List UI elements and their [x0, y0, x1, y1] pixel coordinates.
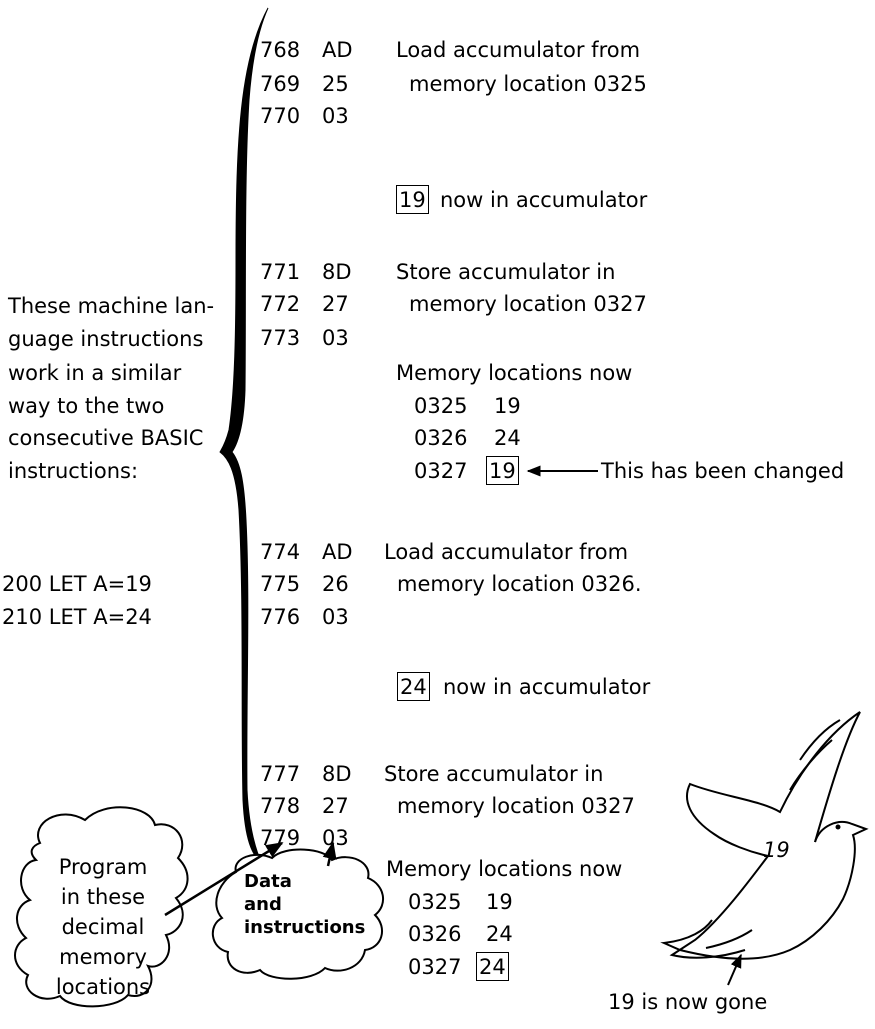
memory-value: 24: [494, 426, 521, 450]
data-cloud-line: instructions: [244, 917, 366, 938]
accumulator-value-box: 19: [396, 185, 429, 214]
accumulator-note: now in accumulator: [443, 675, 651, 699]
data-cloud-line: Data: [244, 871, 292, 892]
address-cell: 773: [260, 326, 301, 350]
memory-location: 0327: [408, 955, 462, 979]
basic-code-line: 200 LET A=19: [2, 572, 152, 596]
accumulator-note: now in accumulator: [440, 188, 648, 212]
memory-location: 0327: [414, 459, 468, 483]
data-pointer-arrow: [322, 841, 337, 867]
memory-value-changed-box: 19: [486, 456, 519, 485]
memory-table-title: Memory locations now: [396, 361, 633, 385]
side-note-line: guage instructions: [8, 327, 204, 351]
code-cell: AD: [322, 540, 353, 564]
memory-location: 0325: [414, 394, 468, 418]
step3-description-cont: memory location 0326.: [397, 572, 642, 596]
code-cell: 27: [322, 794, 349, 818]
changed-note: This has been changed: [601, 459, 845, 483]
bird-value-label: 19: [763, 838, 790, 862]
program-pointer-arrow: [164, 841, 284, 917]
step2-description-cont: memory location 0327: [409, 292, 647, 316]
step1-description: Load accumulator from: [396, 38, 641, 62]
address-cell: 770: [260, 104, 301, 128]
address-cell: 771: [260, 260, 301, 284]
memory-table-title: Memory locations now: [386, 857, 623, 881]
code-cell: 03: [322, 826, 349, 850]
bird-caption: 19 is now gone: [608, 990, 768, 1014]
step3-description: Load accumulator from: [384, 540, 629, 564]
step4-description-cont: memory location 0327: [397, 794, 635, 818]
program-cloud-line: in these: [60, 885, 146, 909]
bird-drawing: [660, 711, 869, 960]
address-cell: 772: [260, 292, 301, 316]
address-cell: 778: [260, 794, 301, 818]
code-cell: 25: [322, 72, 349, 96]
bird-eye-icon: [835, 824, 841, 830]
address-cell: 776: [260, 605, 301, 629]
memory-value-final-box: 24: [476, 952, 509, 981]
memory-value: 24: [486, 922, 513, 946]
side-note-line: way to the two: [8, 394, 165, 418]
side-note-line: consecutive BASIC: [8, 426, 204, 450]
side-note-line: These machine lan-: [8, 294, 215, 318]
code-cell: 03: [322, 326, 349, 350]
address-cell: 768: [260, 38, 301, 62]
memory-value: 19: [486, 890, 513, 914]
step2-description: Store accumulator in: [396, 260, 616, 284]
address-cell: 779: [260, 826, 301, 850]
data-cloud: [212, 848, 384, 980]
program-cloud-line: Program: [58, 855, 148, 879]
address-cell: 774: [260, 540, 301, 564]
memory-location: 0326: [408, 922, 462, 946]
address-cell: 769: [260, 72, 301, 96]
data-cloud-line: and: [244, 894, 282, 915]
program-cloud-line: memory: [59, 945, 147, 969]
step1-description-cont: memory location 0325: [409, 72, 647, 96]
code-cell: 26: [322, 572, 349, 596]
program-cloud: [14, 806, 189, 1008]
address-cell: 775: [260, 572, 301, 596]
code-cell: 03: [322, 605, 349, 629]
program-cloud-line: decimal: [61, 915, 145, 939]
side-note-line: instructions:: [8, 459, 139, 483]
program-cloud-line: locations: [55, 975, 151, 999]
step4-description: Store accumulator in: [384, 762, 604, 786]
memory-location: 0326: [414, 426, 468, 450]
accumulator-value-box: 24: [397, 672, 430, 701]
side-note-line: work in a similar: [8, 361, 182, 385]
code-cell: 03: [322, 104, 349, 128]
memory-value: 19: [494, 394, 521, 418]
address-cell: 777: [260, 762, 301, 786]
memory-location: 0325: [408, 890, 462, 914]
code-cell: 27: [322, 292, 349, 316]
basic-code-line: 210 LET A=24: [2, 605, 152, 629]
code-cell: AD: [322, 38, 353, 62]
program-brace: [219, 7, 269, 865]
bird-caption-arrow: [727, 953, 742, 986]
code-cell: 8D: [322, 260, 352, 284]
code-cell: 8D: [322, 762, 352, 786]
